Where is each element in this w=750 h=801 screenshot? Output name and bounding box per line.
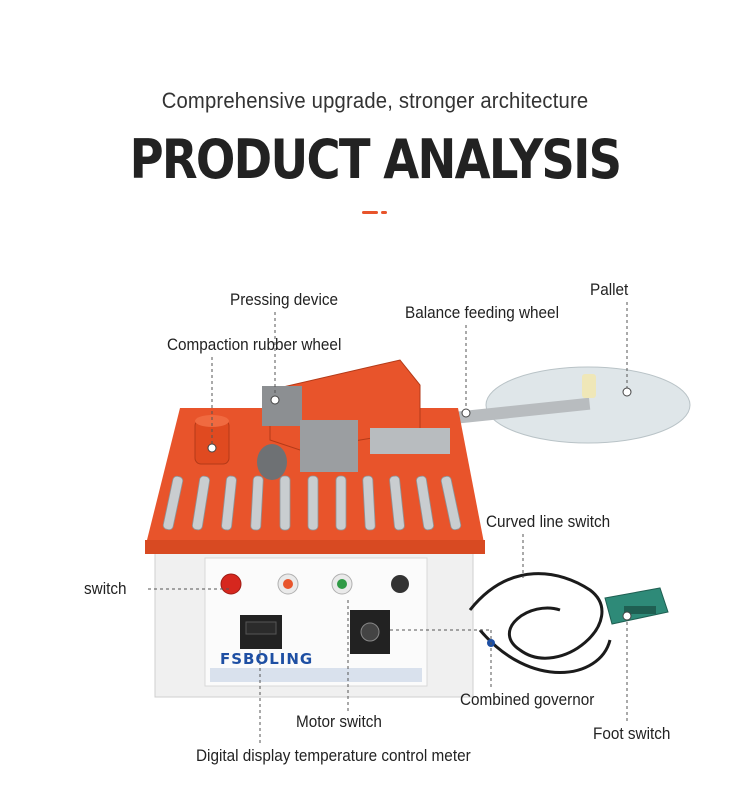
pallet-arm xyxy=(449,397,591,425)
callout-combined-governor: Combined governor xyxy=(460,690,595,709)
table-rollers xyxy=(162,475,462,531)
accent-bar xyxy=(362,211,378,214)
pressing-block xyxy=(262,386,302,426)
feeding-wheel xyxy=(257,444,287,480)
panel-bottom-strip xyxy=(210,668,422,682)
table-front-lip xyxy=(145,540,485,554)
pallet-hub xyxy=(582,374,596,398)
callout-balance-feeding-wheel: Balance feeding wheel xyxy=(405,303,559,322)
callout-pallet: Pallet xyxy=(590,280,629,299)
callout-pressing-device: Pressing device xyxy=(230,290,339,309)
callout-curved-line-switch: Curved line switch xyxy=(486,512,611,531)
callout-foot-switch: Foot switch xyxy=(593,724,671,743)
page-title: PRODUCT ANALYSIS xyxy=(129,128,623,191)
callout-compaction-rubber-wheel: Compaction rubber wheel xyxy=(167,335,342,354)
callout-lines xyxy=(148,302,628,746)
page-subtitle: Comprehensive upgrade, stronger architec… xyxy=(161,88,589,113)
gluing-unit xyxy=(300,420,358,472)
brand-logo: FSBOLING xyxy=(220,650,314,668)
power-cable xyxy=(468,572,604,660)
callout-switch: switch xyxy=(84,579,127,598)
callout-dots xyxy=(207,387,632,621)
accent-dot xyxy=(381,211,387,214)
balance-feeding-wheel xyxy=(370,428,450,454)
curved-line-switch-knob xyxy=(391,575,409,593)
callout-digital-display: Digital display temperature control mete… xyxy=(196,746,471,765)
callout-motor-switch: Motor switch xyxy=(296,712,382,731)
red-switch xyxy=(220,573,242,595)
